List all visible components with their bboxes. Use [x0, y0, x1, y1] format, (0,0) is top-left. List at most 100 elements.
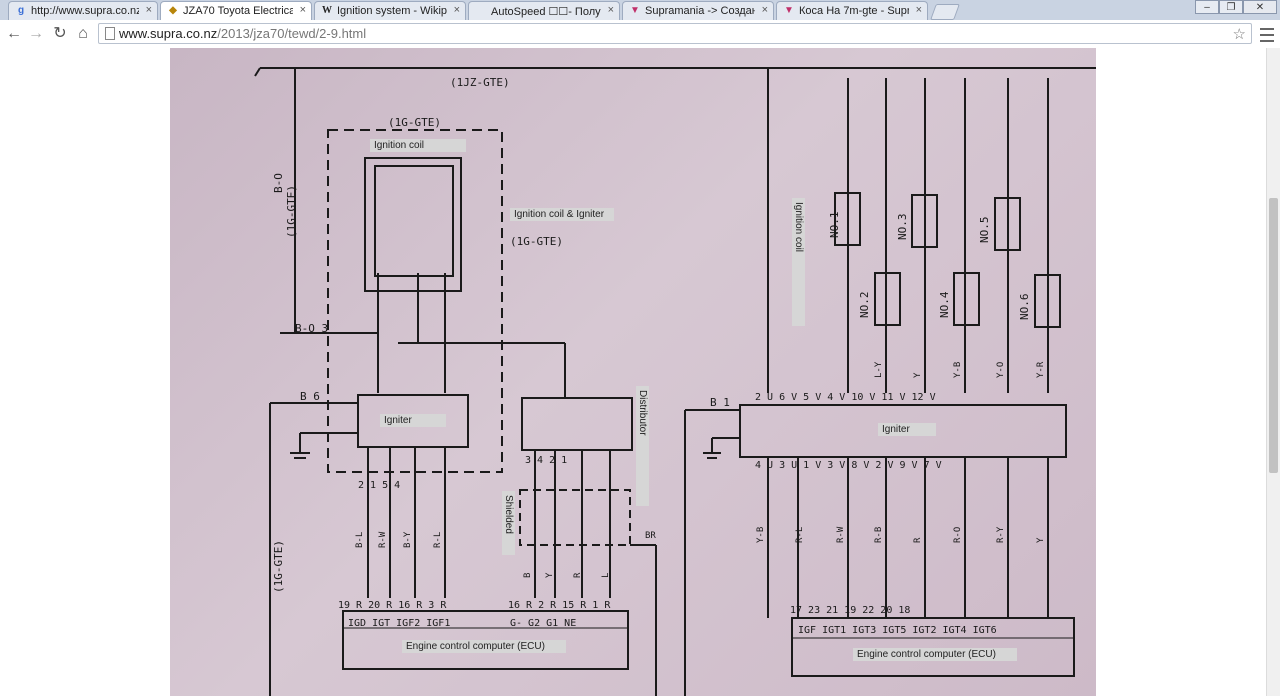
tab-supramania-2[interactable]: ▼ Коса На 7m-gte - Supram × — [776, 1, 928, 20]
wire-label-b: B — [523, 573, 533, 578]
label-ignition-coil-igniter: Ignition coil & Igniter — [510, 208, 614, 221]
home-button[interactable]: ⌂ — [78, 25, 88, 42]
wiring-diagram: (1JZ-GTE) (1G-GTE) (1G-GTE) B-O 3 B 6 B … — [254, 67, 1096, 696]
print-bo: B-O — [272, 173, 285, 193]
wire-label-rw-r: R-W — [836, 526, 846, 543]
print-jz-gte: (1JZ-GTE) — [450, 76, 510, 89]
print-1g-gte-top: (1G-GTE) — [388, 116, 441, 129]
tab-supramania-1[interactable]: ▼ Supramania -> Создание × — [622, 1, 774, 20]
close-icon[interactable]: × — [145, 4, 152, 16]
google-icon: g — [17, 5, 25, 16]
address-bar[interactable]: www.supra.co.nz/2013/jza70/tewd/2-9.html… — [98, 23, 1252, 44]
print-br: BR — [645, 531, 656, 541]
close-icon[interactable]: × — [761, 4, 768, 16]
browser-chrome: g http://www.supra.co.nz/ × ◆ JZA70 Toyo… — [0, 0, 1280, 49]
coil-no3 — [911, 194, 938, 248]
print-no6: NO.6 — [1018, 294, 1031, 321]
label-ecu-right: Engine control computer (ECU) — [853, 648, 1017, 661]
coil-no6 — [1034, 274, 1061, 328]
print-ecu-mid-pins: G- G2 G1 NE — [510, 618, 576, 629]
distributor-box — [521, 397, 633, 451]
print-no3: NO.3 — [896, 214, 909, 241]
scrollbar-thumb[interactable] — [1269, 198, 1278, 473]
tab-strip: g http://www.supra.co.nz/ × ◆ JZA70 Toyo… — [0, 0, 1280, 20]
tab-title: Ignition system - Wikiped — [337, 5, 447, 17]
wire-label-r: R — [573, 572, 583, 578]
print-ecu-left-pins: IGD IGT IGF2 IGF1 — [348, 618, 450, 629]
close-window-button[interactable]: ✕ — [1243, 0, 1277, 14]
coil-no4 — [953, 272, 980, 326]
print-bo3: B-O 3 — [295, 322, 328, 335]
reload-button[interactable]: ↻ — [53, 25, 67, 42]
ign-coil-body — [364, 157, 462, 292]
tab-title: Коса На 7m-gte - Supram — [799, 5, 909, 17]
label-ecu-left: Engine control computer (ECU) — [402, 640, 566, 653]
ign-coil-igniter-box — [327, 129, 503, 473]
url-text: www.supra.co.nz/2013/jza70/tewd/2-9.html — [119, 26, 366, 41]
coil-no1 — [834, 192, 861, 246]
print-no5: NO.5 — [978, 217, 991, 244]
wire-label-y: Y — [545, 572, 555, 578]
url-path: /2013/jza70/tewd/2-9.html — [217, 26, 367, 41]
vertical-scrollbar[interactable] — [1266, 48, 1280, 696]
wire-label-yr: Y-R — [1036, 361, 1046, 378]
close-icon[interactable]: × — [453, 4, 460, 16]
close-icon[interactable]: × — [915, 4, 922, 16]
page-icon — [105, 27, 115, 40]
menu-button[interactable] — [1258, 24, 1276, 44]
wiring-diagram-image: (1JZ-GTE) (1G-GTE) (1G-GTE) B-O 3 B 6 B … — [170, 48, 1096, 696]
new-tab-button[interactable] — [930, 4, 960, 20]
print-ecu-right-nums: 17 23 21 19 22 20 18 — [790, 605, 910, 616]
tab-jza70-electrical[interactable]: ◆ JZA70 Toyota Electrical W × — [160, 1, 312, 20]
wire-label-y-r: Y — [1036, 537, 1046, 543]
wire-label-rl-r: R-L — [795, 527, 805, 543]
toolbar: ← → ↻ ⌂ www.supra.co.nz/2013/jza70/tewd/… — [0, 20, 1280, 49]
back-button[interactable]: ← — [6, 25, 22, 42]
wire-label-ro: R-O — [953, 527, 963, 543]
tab-title: http://www.supra.co.nz/ — [31, 5, 139, 17]
maximize-button[interactable]: ❐ — [1219, 0, 1243, 14]
wire-label-by: B-Y — [403, 531, 413, 548]
print-no4: NO.4 — [938, 291, 951, 318]
print-ecu-right-pins: IGF IGT1 IGT3 IGT5 IGT2 IGT4 IGT6 — [798, 625, 997, 636]
label-igniter-right: Igniter — [878, 423, 936, 436]
wire-label-yb: Y-B — [756, 527, 766, 543]
print-igniter-bot-pins: 4 U 3 U 1 V 3 V 8 V 2 V 9 V 7 V — [755, 460, 942, 471]
right-ecu-box — [791, 617, 1075, 677]
shielded-box — [519, 489, 631, 546]
print-left-conn-nums: 19 R 20 R 16 R 3 R — [338, 600, 447, 611]
tab-autospeed[interactable]: AutoSpeed ☐☐- Получен × — [468, 1, 620, 20]
print-igniter-top-pins: 2 U 6 V 5 V 4 V 10 V 11 V 12 V — [755, 392, 936, 403]
page-icon — [475, 5, 487, 17]
coil-no5 — [994, 197, 1021, 251]
print-mid-conn-nums: 16 R 2 R 15 R 1 R — [508, 600, 611, 611]
page-content: (1JZ-GTE) (1G-GTE) (1G-GTE) B-O 3 B 6 B … — [0, 48, 1280, 696]
left-igniter-box — [357, 394, 469, 448]
tab-title: AutoSpeed ☐☐- Получен — [491, 6, 601, 18]
print-1g-gte-bottom: (1G-GTE) — [272, 540, 285, 593]
minimize-button[interactable]: – — [1195, 0, 1219, 14]
tab-wikipedia[interactable]: W Ignition system - Wikiped × — [314, 1, 466, 20]
bookmark-star-icon[interactable]: ☆ — [1232, 26, 1246, 43]
wire-label-yo: Y-O — [996, 362, 1006, 378]
bus-break — [254, 67, 261, 77]
label-ignition-coil-vertical: Ignition coil — [792, 198, 805, 326]
forward-button[interactable]: → — [28, 25, 44, 42]
wire-label-yb-top: Y-B — [953, 362, 963, 378]
tab-title: JZA70 Toyota Electrical W — [183, 5, 293, 17]
close-icon[interactable]: × — [299, 4, 306, 16]
print-1g-gte-left: (1G-GTE) — [285, 185, 298, 238]
wikipedia-icon: W — [322, 5, 332, 16]
tab-supra-home[interactable]: g http://www.supra.co.nz/ × — [8, 1, 158, 20]
ign-coil-inner — [374, 165, 454, 277]
supramania-icon: ▼ — [784, 5, 794, 16]
wire-label-y-top: Y — [913, 372, 923, 378]
wire-label-rw: R-W — [378, 531, 388, 548]
wire-label-bl: B-L — [355, 532, 365, 548]
wire-label-ry: R-Y — [996, 526, 1006, 543]
close-icon[interactable]: × — [607, 4, 614, 16]
print-1g-gte-mid: (1G-GTE) — [510, 235, 563, 248]
print-no1: NO.1 — [828, 212, 841, 239]
coil-no2 — [874, 272, 901, 326]
supra-logo-icon: ◆ — [169, 5, 177, 16]
